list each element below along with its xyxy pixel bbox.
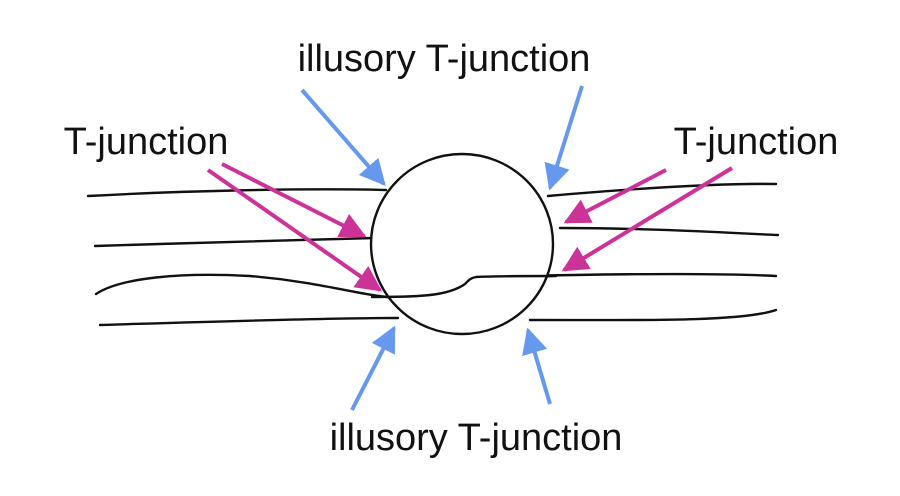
illusory-arrows [300, 85, 584, 411]
occluding-circle [369, 152, 555, 336]
contour-line-3-over-disc [370, 274, 555, 299]
tjunction-arrows [206, 162, 734, 292]
illusory-arrow-bottom-right [522, 327, 552, 405]
tjunction-arrow-left-lower [206, 168, 383, 292]
label-tjunction-left: T-junction [64, 121, 229, 163]
label-illusory-top: illusory T-junction [298, 38, 591, 80]
tjunction-arrow-left-upper [221, 162, 367, 238]
label-illusory-bottom: illusory T-junction [330, 417, 623, 459]
tjunction-arrow-right-upper [563, 168, 667, 224]
illusory-arrow-top-left [300, 88, 386, 186]
contour-line-2 [93, 226, 780, 248]
label-tjunction-right: T-junction [674, 121, 839, 163]
contour-line-4 [98, 308, 778, 327]
illusory-arrow-bottom-left [350, 325, 396, 411]
illusory-arrow-top-right [544, 85, 584, 191]
tjunction-arrow-right-lower [561, 166, 734, 272]
